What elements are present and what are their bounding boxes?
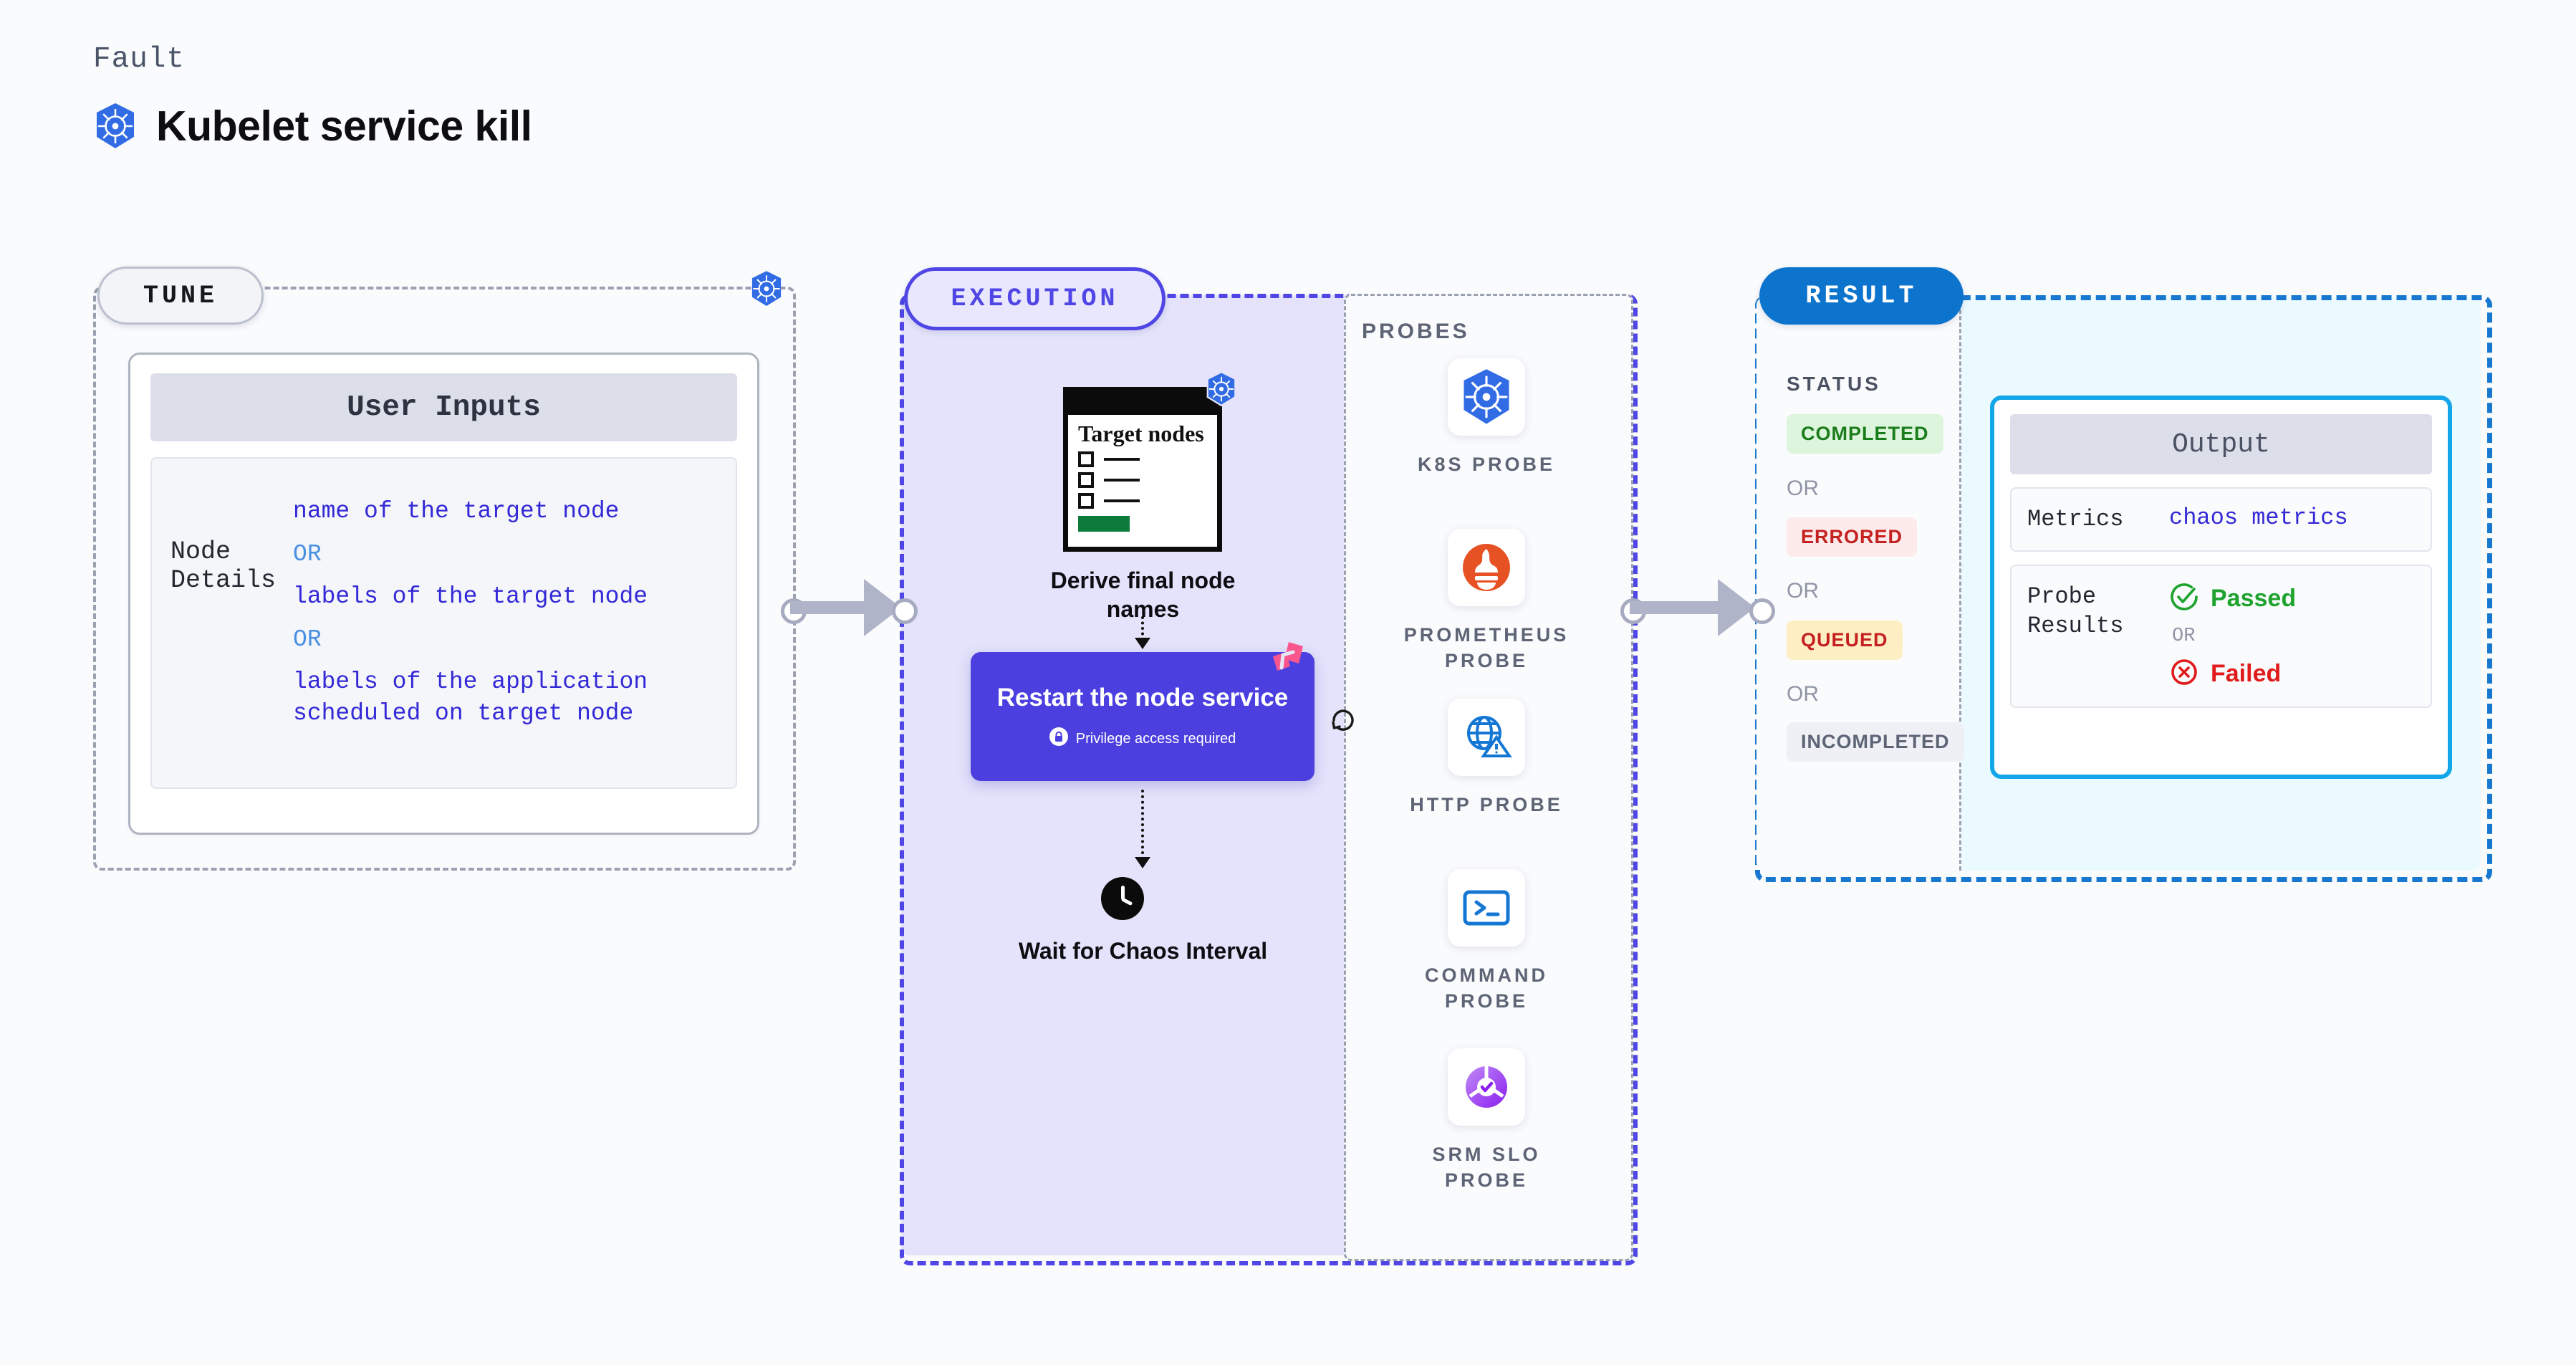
lock-icon bbox=[1049, 727, 1068, 750]
execution-pill-label: EXECUTION bbox=[904, 267, 1166, 330]
node-detail-value: labels of the target node bbox=[293, 583, 648, 610]
chaos-flag-icon bbox=[1267, 639, 1306, 681]
output-card: Output Metrics chaos metrics Probe Resul… bbox=[1990, 396, 2452, 779]
status-badge-queued: QUEUED bbox=[1787, 621, 1903, 660]
probe-result-failed: Failed bbox=[2169, 657, 2296, 691]
output-row-probe-results: Probe Results Passed OR bbox=[2010, 564, 2432, 708]
probe-item-prometheus[interactable]: PROMETHEUS PROBE bbox=[1397, 529, 1576, 674]
privilege-note-text: Privilege access required bbox=[1075, 730, 1236, 747]
x-circle-icon bbox=[2169, 657, 2199, 691]
srm-slo-icon bbox=[1448, 1048, 1525, 1126]
node-detail-value: labels of the application scheduled on t… bbox=[293, 669, 648, 727]
probe-item-command[interactable]: COMMAND PROBE bbox=[1397, 869, 1576, 1015]
probes-label: PROBES bbox=[1362, 320, 1470, 343]
node-details-values: name of the target node OR labels of the… bbox=[293, 496, 736, 729]
or-separator: OR bbox=[2172, 625, 2196, 647]
probe-label: COMMAND PROBE bbox=[1425, 964, 1548, 1012]
probe-item-http[interactable]: HTTP PROBE bbox=[1397, 699, 1576, 818]
or-separator: OR bbox=[293, 540, 322, 567]
target-nodes-progress bbox=[1078, 515, 1130, 532]
privilege-note: Privilege access required bbox=[1049, 727, 1236, 750]
execution-section bbox=[900, 294, 1638, 1265]
status-section bbox=[1756, 297, 1961, 871]
flow-arrow bbox=[1135, 857, 1150, 868]
flow-arrow bbox=[1135, 638, 1150, 649]
clock-icon bbox=[1101, 877, 1144, 920]
refresh-loop-icon bbox=[1328, 705, 1358, 739]
or-separator: OR bbox=[1787, 682, 1819, 706]
page-header: Fault Kubelet service kill bbox=[93, 43, 532, 150]
target-nodes-title: Target nodes bbox=[1078, 421, 1204, 446]
tune-section bbox=[93, 287, 796, 871]
flow-connector bbox=[1141, 790, 1144, 860]
or-separator: OR bbox=[1787, 579, 1819, 603]
status-badge-errored: ERRORED bbox=[1787, 517, 1918, 557]
probe-item-srm-slo[interactable]: SRM SLO PROBE bbox=[1397, 1048, 1576, 1194]
page-title: Kubelet service kill bbox=[156, 102, 532, 150]
probe-label: HTTP PROBE bbox=[1410, 794, 1563, 815]
target-node-row bbox=[1068, 451, 1217, 467]
user-inputs-header: User Inputs bbox=[150, 373, 737, 441]
user-inputs-card: User Inputs Node Details name of the tar… bbox=[128, 353, 759, 835]
restart-node-service-card[interactable]: Restart the node service Privilege acces… bbox=[971, 652, 1315, 781]
user-inputs-body: Node Details name of the target node OR … bbox=[150, 457, 737, 789]
failed-label: Failed bbox=[2211, 659, 2282, 687]
kubernetes-icon bbox=[1448, 358, 1525, 436]
fault-eyebrow: Fault bbox=[93, 43, 186, 76]
target-node-row bbox=[1068, 492, 1217, 509]
restart-node-service-label: Restart the node service bbox=[996, 683, 1289, 712]
target-node-row bbox=[1068, 471, 1217, 488]
probe-result-passed: Passed bbox=[2169, 582, 2296, 616]
status-label: STATUS bbox=[1787, 373, 1881, 395]
node-details-key: Node Details bbox=[170, 537, 277, 595]
status-badge-completed: COMPLETED bbox=[1787, 414, 1943, 454]
prometheus-icon bbox=[1448, 529, 1525, 606]
terminal-icon bbox=[1448, 869, 1525, 947]
kubernetes-icon bbox=[93, 102, 138, 150]
probe-label: K8S PROBE bbox=[1417, 454, 1556, 475]
probe-results-values: Passed OR Failed bbox=[2169, 582, 2296, 691]
derive-final-node-names-label: Derive final node names bbox=[1050, 567, 1236, 622]
check-circle-icon bbox=[2169, 582, 2199, 616]
kubernetes-icon bbox=[1205, 371, 1238, 411]
target-nodes-card: Target nodes bbox=[1063, 371, 1236, 552]
node-detail-value: name of the target node bbox=[293, 498, 620, 525]
probe-label: PROMETHEUS PROBE bbox=[1403, 624, 1570, 672]
flow-connector bbox=[1141, 616, 1144, 641]
or-separator: OR bbox=[1787, 476, 1819, 500]
output-row-metrics: Metrics chaos metrics bbox=[2010, 487, 2432, 552]
metrics-value: chaos metrics bbox=[2169, 504, 2348, 531]
result-pill-label: RESULT bbox=[1759, 267, 1964, 325]
or-separator: OR bbox=[293, 626, 322, 653]
probe-item-k8s[interactable]: K8S PROBE bbox=[1397, 358, 1576, 477]
output-header: Output bbox=[2010, 414, 2432, 474]
status-badge-incompleted: INCOMPLETED bbox=[1787, 722, 1964, 762]
globe-warning-icon bbox=[1448, 699, 1525, 776]
wait-for-chaos-interval-label: Wait for Chaos Interval bbox=[1018, 938, 1268, 964]
probe-results-key: Probe Results bbox=[2027, 583, 2124, 640]
kubernetes-icon bbox=[749, 270, 784, 307]
tune-pill-label: TUNE bbox=[97, 267, 264, 325]
probe-label: SRM SLO PROBE bbox=[1432, 1144, 1541, 1192]
passed-label: Passed bbox=[2211, 584, 2297, 612]
metrics-key: Metrics bbox=[2027, 506, 2124, 532]
